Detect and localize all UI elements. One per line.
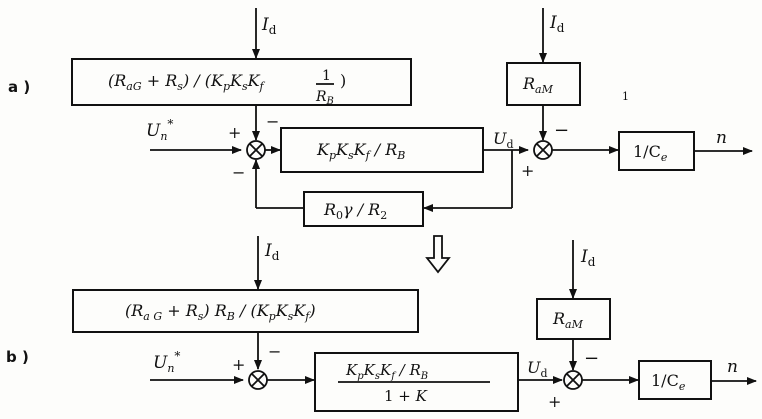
sign-b-sum2-top-minus: − bbox=[584, 348, 599, 369]
diagram-a-sum-junction-2 bbox=[533, 140, 553, 160]
diagram-a-output-box-text: 1/Ce bbox=[633, 142, 668, 164]
diagram-b-sum-junction-1 bbox=[248, 370, 268, 390]
diagram-b-output-box bbox=[638, 360, 712, 400]
diagram-b-output-label: n bbox=[727, 357, 738, 377]
diagram-a-feedback-box bbox=[303, 191, 424, 227]
diagram-b-ud-label: Ud bbox=[527, 358, 548, 380]
diagram-a-output-label: n bbox=[716, 128, 727, 148]
sign-b-sum2-bottom-plus: + bbox=[548, 392, 561, 411]
diagram-a-label: a ) bbox=[8, 78, 30, 96]
diagram-a-feedback-box-text: R0γ / R2 bbox=[323, 200, 387, 222]
sign-a-in-top-minus: − bbox=[266, 112, 279, 131]
diagram-a-load-box bbox=[506, 62, 581, 106]
diagram-a-ud-label: Ud bbox=[493, 129, 514, 151]
diagram-b: b ) Id (Ra G + Rs) RB / (KpKsKf) Un* + −… bbox=[6, 236, 757, 412]
diagram-a-output-box bbox=[618, 131, 695, 171]
disturbance-label-a-left: Id bbox=[261, 15, 277, 37]
diagram-b-input-label: Un* bbox=[153, 349, 180, 375]
diagram-b-sum-junction-2 bbox=[563, 370, 583, 390]
stray-mark: 1 bbox=[622, 90, 629, 103]
sign-a-sum2-bottom-plus: + bbox=[521, 161, 534, 180]
diagram-b-top-box-text: (Ra G + Rs) RB / (KpKsKf) bbox=[125, 301, 316, 323]
diagram-b-output-box-text: 1/Ce bbox=[651, 371, 686, 393]
sign-b-in-plus: + bbox=[232, 355, 245, 374]
transform-arrow bbox=[425, 235, 451, 274]
disturbance-label-b-left: Id bbox=[264, 241, 280, 263]
sign-b-in-top-minus: − bbox=[268, 342, 281, 361]
diagram-a-forward-box bbox=[280, 127, 484, 173]
diagram-b-label: b ) bbox=[6, 348, 29, 366]
diagram-a-sum-junction-1 bbox=[246, 140, 266, 160]
diagram-a-input-label: Un* bbox=[146, 117, 173, 143]
sign-a-in-plus: + bbox=[228, 123, 241, 142]
diagram-b-load-box bbox=[536, 298, 611, 340]
diagram-a-frac-num: 1 bbox=[322, 68, 331, 84]
disturbance-label-b-right: Id bbox=[580, 247, 596, 269]
sign-a-in-bottom-minus: − bbox=[232, 163, 245, 182]
diagram-a: a ) Id (RaG + Rs) / (KpKsKf 1 RB ) Un* +… bbox=[8, 8, 753, 227]
diagram-b-top-box bbox=[72, 289, 419, 333]
diagram-a-top-box bbox=[71, 58, 412, 106]
svg-text:): ) bbox=[340, 71, 346, 90]
sign-a-sum2-top-minus: − bbox=[554, 120, 569, 141]
diagram-b-forward-den: 1 + K bbox=[384, 387, 428, 405]
disturbance-label-a-right: Id bbox=[549, 13, 565, 35]
diagram-a-disturbance-left: Id bbox=[252, 8, 277, 59]
diagram-a-forward-box-text: KpKsKf / RB bbox=[316, 140, 405, 162]
diagram-b-forward-num: KpKsKf / RB bbox=[345, 361, 428, 382]
